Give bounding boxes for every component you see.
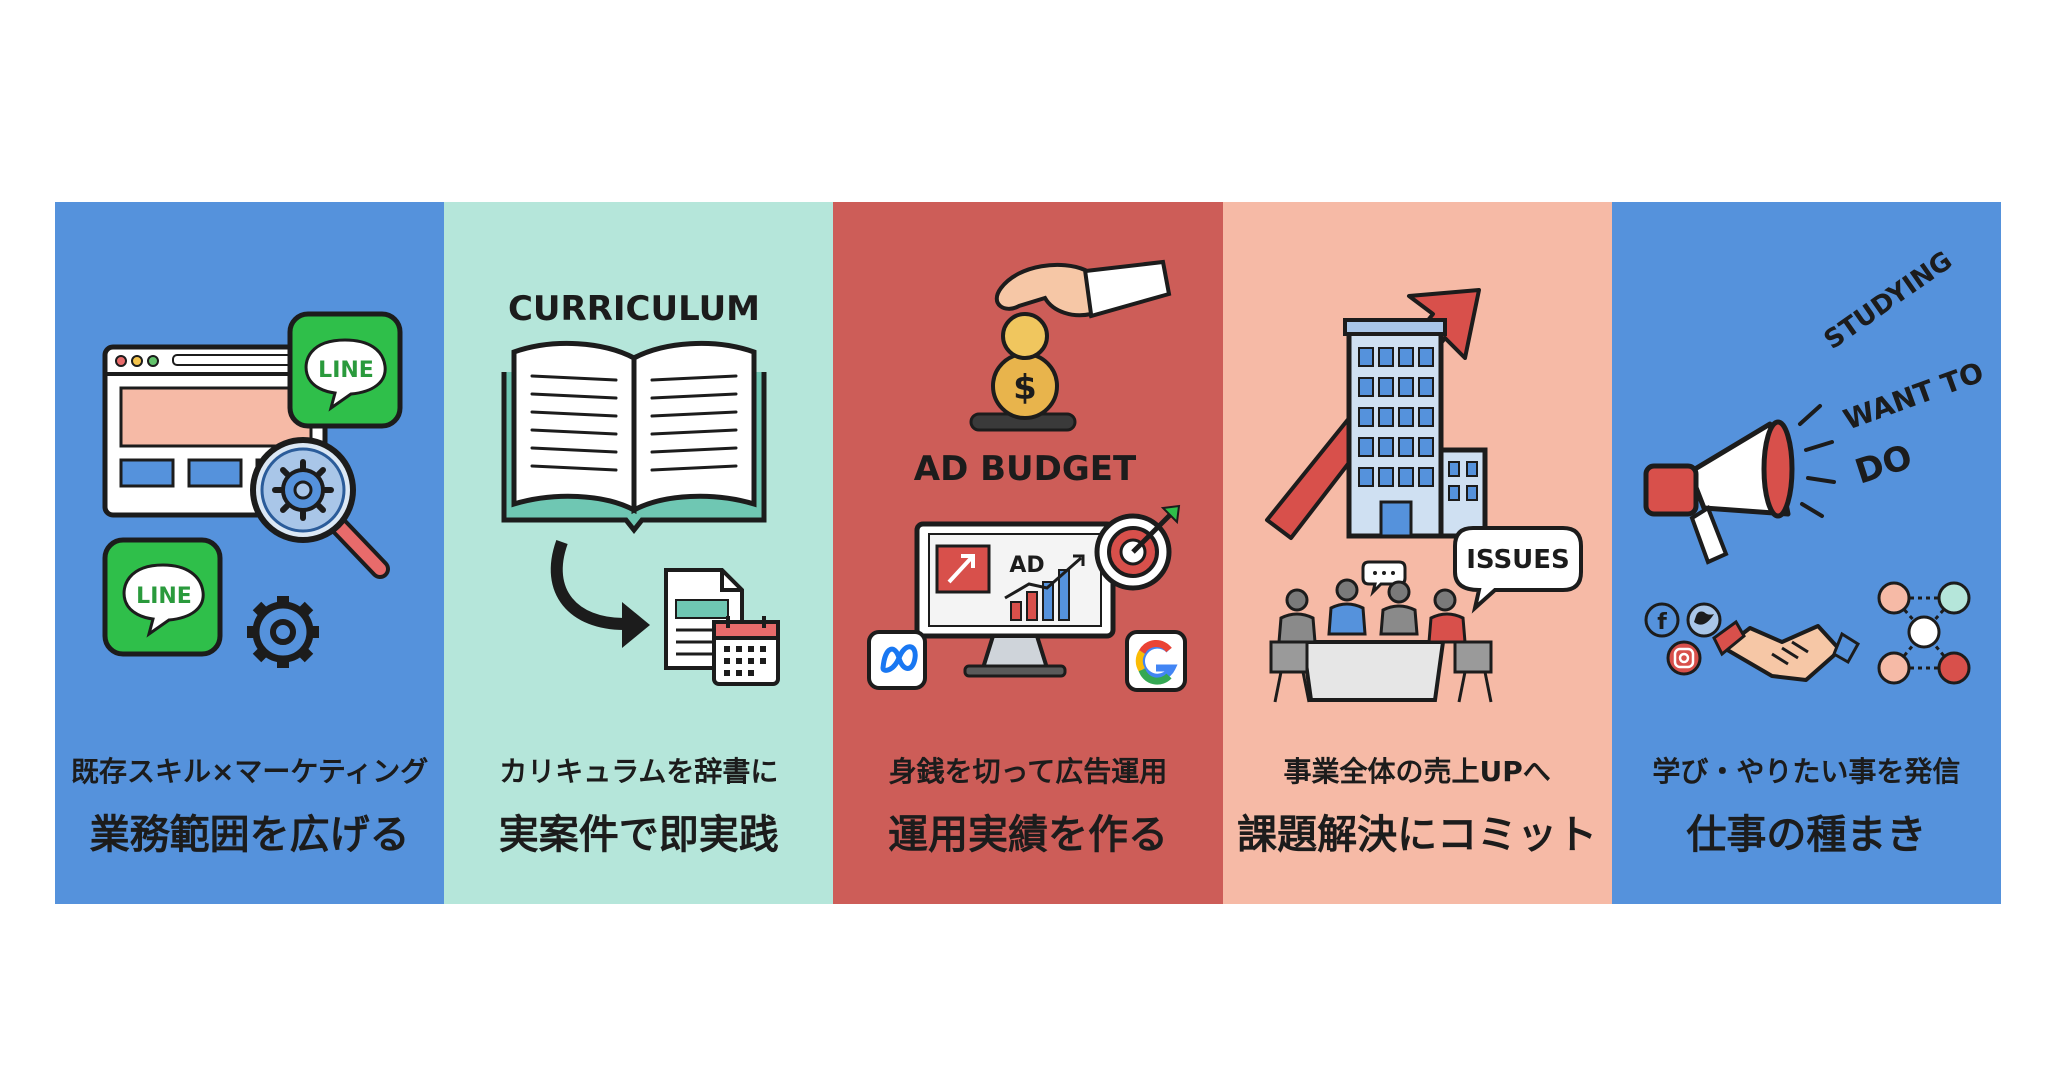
monitor-ad-label: AD [1010,553,1045,578]
curved-arrow-icon [551,539,651,648]
open-book-icon [501,340,767,535]
meeting-icon [1269,560,1493,703]
panel-commit-issues: ISSUES [1222,202,1612,904]
handshake-icon [1711,619,1860,682]
panel-1-title: 業務範囲を広げる [89,812,410,858]
google-icon [1125,630,1188,692]
facebook-icon: f [1657,610,1667,635]
panel-1-illustration: LINE [102,311,403,668]
panel-3-subtitle: 身銭を切って広告運用 [888,755,1168,788]
network-icon [1877,581,1971,685]
line-app-icon: LINE [287,311,403,429]
panel-5-illustration: STUDYING WANT TO DO f [1643,246,1988,685]
curriculum-heading: CURRICULUM [508,289,760,329]
word-do: DO [1850,437,1917,493]
line-app-icon-bottom: LINE [102,537,223,657]
panel-3-illustration: $ AD BUDGET AD [867,259,1188,692]
line-badge-top: LINE [318,358,374,383]
building-icon [1342,318,1488,539]
monitor-chart-icon: AD [914,521,1116,678]
panel-4-subtitle: 事業全体の売上UPへ [1283,755,1551,788]
word-want-to: WANT TO [1839,355,1988,436]
panel-3-title: 運用実績を作る [887,812,1168,858]
ad-budget-heading: AD BUDGET [914,449,1137,489]
megaphone-icon [1643,404,1836,565]
panel-2-subtitle: カリキュラムを辞書に [499,755,779,788]
magnifier-gear-icon [250,437,390,579]
line-badge-bottom: LINE [136,584,192,609]
twitter-icon [1693,611,1714,625]
panel-1-subtitle: 既存スキル×マーケティング [70,755,429,788]
panel-2-title: 実案件で即実践 [498,812,779,858]
word-studying: STUDYING [1819,246,1958,356]
instagram-icon [1673,647,1694,669]
meta-icon [867,630,928,690]
panel-2-illustration: CURRICULUM [501,289,781,686]
panel-ad-budget: $ AD BUDGET AD [833,202,1223,904]
issues-label: ISSUES [1466,545,1570,575]
hand-coin-icon: $ [969,259,1172,432]
panel-4-title: 課題解決にコミット [1237,812,1598,858]
target-icon [1094,504,1181,591]
dollar-sign: $ [1014,368,1038,408]
panel-sowing-seeds: STUDYING WANT TO DO f [1611,202,2001,904]
browser-window-icon [102,344,328,518]
panel-curriculum: CURRICULUM [444,202,834,904]
panel-4-illustration: ISSUES [1264,288,1583,703]
social-icons: f [1644,602,1722,676]
panel-5-title: 仕事の種まき [1686,812,1927,858]
speech-bubble-icon: ISSUES [1452,526,1583,614]
panel-expand-scope: LINE [55,202,445,904]
infographic-strip: LINE [55,202,2001,904]
calendar-icon [712,616,781,686]
gear-icon [247,596,319,668]
panel-5-subtitle: 学び・やりたい事を発信 [1652,755,1961,788]
